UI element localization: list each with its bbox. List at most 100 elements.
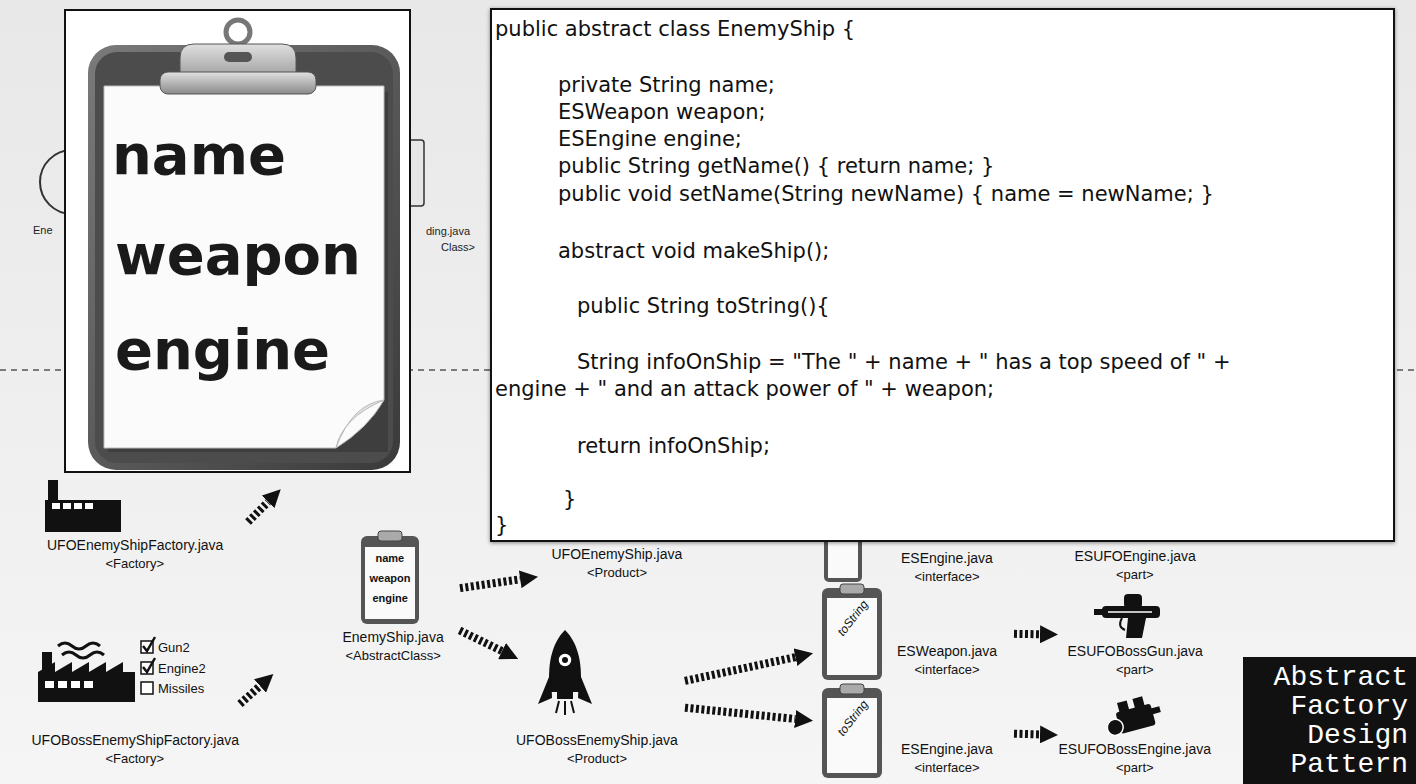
stereotype-label: <Product> [587, 564, 647, 581]
code-line: public String getName() { return name; } [558, 153, 994, 179]
stereotype-label: <interface> [915, 661, 980, 678]
gun-trigger [1120, 618, 1125, 630]
class-label: ESUFOBossGun.java [1068, 643, 1203, 660]
rocket-window [558, 653, 572, 667]
clipboard-board [361, 536, 419, 624]
clipboard-board [88, 45, 400, 470]
interface-node: toStringESEngine.java<interface> [815, 683, 1010, 779]
factory-window [71, 681, 80, 688]
stereotype-label: <AbstractClass> [346, 647, 441, 664]
checklist-item: Missiles [158, 681, 204, 696]
gun-icon [1126, 618, 1146, 638]
class-label: UFOEnemyShipFactory.java [47, 537, 223, 554]
factory-icon [38, 662, 135, 702]
clipboard-paper [104, 86, 384, 448]
code-line: public void setName(String newName) { na… [558, 181, 1214, 207]
clipboard-clip [840, 584, 864, 594]
field-name: engine [373, 591, 408, 605]
engine-cylinder [1132, 696, 1145, 709]
engine-cylinder [1117, 700, 1130, 713]
code-line: ESEngine engine; [558, 126, 742, 152]
paper-curl [336, 400, 384, 448]
clipboard-board [95, 52, 393, 463]
field-name: weapon [370, 571, 411, 585]
title-text: Abstract Factory Design Pattern [1251, 663, 1408, 779]
partial-label: Class> [441, 241, 475, 254]
factory-window [45, 681, 54, 688]
factory-smoke [58, 643, 100, 649]
stereotype-label: <interface> [915, 759, 980, 776]
field-name: name [376, 551, 405, 565]
code-line: engine + " and an attack power of " + we… [495, 376, 994, 402]
class-label: ESUFOEngine.java [1075, 548, 1196, 565]
stereotype-label: <part> [1116, 566, 1154, 583]
engine-exhaust [1150, 706, 1161, 714]
class-label: ESEngine.java [901, 550, 993, 567]
engine-icon [1102, 693, 1164, 737]
code-line: public abstract class EnemyShip { [495, 16, 855, 42]
factory-smoke [62, 652, 104, 658]
code-line: private String name; [558, 72, 775, 98]
factory-window [63, 503, 71, 509]
code-box: public abstract class EnemyShip { private… [490, 8, 1395, 542]
rocket-window [562, 657, 568, 663]
flow-arrow [1014, 630, 1040, 638]
rocket-fin [578, 672, 592, 704]
field-name: name [112, 122, 286, 188]
code-line: abstract void makeShip(); [558, 238, 829, 264]
code-line: return infoOnShip; [577, 433, 770, 459]
clipboard-paper [827, 698, 877, 773]
clipboard-paper [365, 547, 415, 619]
flow-arrow [248, 502, 268, 522]
clipboard-paper [827, 598, 877, 675]
product-node: UFOBossEnemyShip.java<Product> [520, 628, 681, 770]
class-label: UFOEnemyShip.java [552, 546, 683, 563]
rocket-icon [549, 630, 581, 692]
rocket-nozzle [557, 692, 573, 699]
abstract-class-node: name weapon engineEnemyShip.java<AbstractC… [330, 528, 456, 668]
clipboard-card: name weapon engine [65, 10, 410, 472]
flow-arrow [460, 630, 502, 651]
factory-node: UFOEnemyShipFactory.java<Factory> [25, 478, 245, 574]
class-label: UFOBossEnemyShipFactory.java [32, 732, 239, 749]
checklist-item: Gun2 [158, 640, 190, 655]
clipboard-clip [378, 531, 402, 541]
factory-window [84, 681, 93, 688]
code-line: } [495, 512, 508, 538]
engine-pulley [1105, 718, 1125, 738]
factory-icon [48, 480, 58, 502]
part-node: ESUFOBossGun.java<part> [1060, 592, 1210, 680]
card-frame [65, 10, 410, 472]
factory-node: UFOBossEnemyShipFactory.java<Factory> [15, 628, 255, 770]
checkmark [143, 637, 155, 651]
stereotype-label: <part> [1116, 661, 1154, 678]
interface-node: ESEngine.java<interface> [885, 550, 1010, 587]
checklist-item: Engine2 [158, 661, 206, 676]
title-box: Abstract Factory Design Pattern [1243, 657, 1416, 784]
flow-arrow [240, 686, 260, 704]
field-name: weapon [115, 222, 361, 288]
interface-node: toStringESWeapon.java<interface> [815, 583, 1010, 681]
part-node: ESUFOEngine.java<part> [1060, 548, 1210, 585]
stereotype-label: <interface> [915, 568, 980, 585]
gun-icon [1094, 609, 1104, 615]
factory-window [85, 503, 93, 509]
method-label: toString [834, 697, 870, 738]
factory-icon [45, 500, 121, 532]
method-label: toString [834, 597, 870, 638]
stereotype-label: <Product> [567, 750, 627, 767]
partial-label: Ene [33, 224, 53, 237]
field-name: engine [115, 317, 330, 383]
factory-window [52, 503, 60, 509]
factory-window [74, 503, 82, 509]
clipboard-clip [840, 684, 864, 694]
part-node: ESUFOBossEngine.java<part> [1060, 695, 1215, 779]
stereotype-label: <Factory> [106, 750, 165, 767]
clip-hole [224, 52, 252, 62]
partial-label: ding.java [426, 225, 470, 238]
checkmark [143, 658, 155, 672]
class-label: ESEngine.java [901, 741, 993, 758]
class-label: EnemyShip.java [343, 629, 444, 646]
flow-arrow [685, 708, 795, 719]
